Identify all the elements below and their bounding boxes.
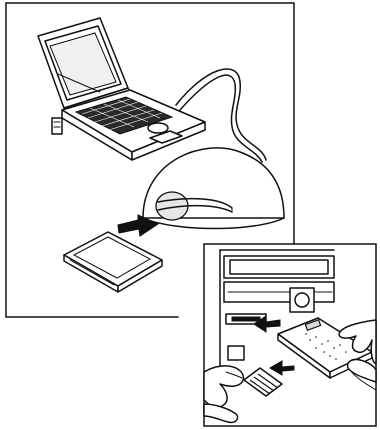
card-reader-dome-icon	[143, 148, 284, 229]
compact-flash-card-icon	[64, 232, 162, 292]
laptop-icon	[38, 18, 205, 160]
